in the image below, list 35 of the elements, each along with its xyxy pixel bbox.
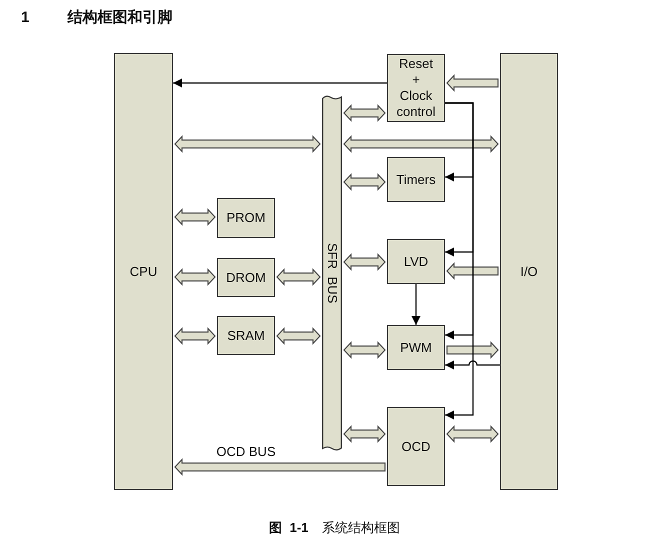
cpu-block: CPU bbox=[114, 53, 173, 490]
double-arrow bbox=[343, 253, 386, 271]
module-block: LVD bbox=[387, 239, 445, 284]
memory-block: SRAM bbox=[217, 316, 275, 355]
edge-label: OCD BUS bbox=[216, 444, 276, 460]
double-arrow bbox=[343, 425, 386, 443]
double-arrow bbox=[174, 268, 216, 286]
block-arrow bbox=[446, 74, 499, 92]
memory-block: DROM bbox=[217, 258, 275, 297]
figure-caption: 图 1-1 系统结构框图 bbox=[269, 520, 400, 536]
block-arrow bbox=[446, 341, 499, 359]
double-arrow bbox=[343, 173, 386, 191]
section-heading: 1 结构框图和引脚 bbox=[21, 9, 173, 27]
memory-block: PROM bbox=[217, 198, 275, 238]
io-block: I/O bbox=[500, 53, 558, 490]
block-arrow bbox=[174, 458, 386, 476]
double-arrow bbox=[276, 327, 321, 345]
module-block: OCD bbox=[387, 407, 445, 486]
module-block: PWM bbox=[387, 325, 445, 370]
double-arrow bbox=[174, 135, 321, 153]
double-arrow bbox=[343, 341, 386, 359]
module-block: Timers bbox=[387, 157, 445, 202]
double-arrow bbox=[174, 208, 216, 226]
double-arrow bbox=[343, 135, 499, 153]
double-arrow bbox=[276, 268, 321, 286]
bus-bar: SFR BUS bbox=[322, 95, 342, 451]
double-arrow bbox=[343, 104, 386, 122]
arrow bbox=[445, 102, 474, 420]
arrow bbox=[173, 78, 387, 88]
block-arrow bbox=[446, 262, 499, 280]
double-arrow bbox=[446, 425, 499, 443]
double-arrow bbox=[174, 327, 216, 345]
arrow bbox=[445, 360, 500, 370]
arrow bbox=[412, 284, 420, 325]
module-block: Reset + Clock control bbox=[387, 54, 445, 122]
